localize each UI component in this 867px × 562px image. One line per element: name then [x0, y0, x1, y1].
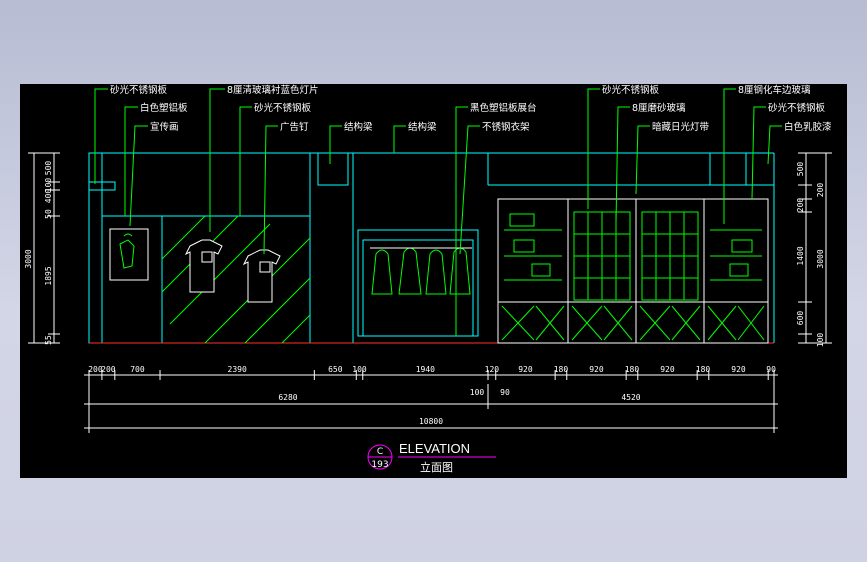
- label-hidden-light: 暗藏日光灯带: [652, 121, 710, 133]
- dim-left-5: 1895: [44, 266, 53, 285]
- poster: [109, 228, 149, 281]
- label-steel-rack: 不锈钢衣架: [482, 121, 530, 133]
- dim-right-6: 100: [816, 333, 825, 348]
- label-white-paint: 白色乳胶漆: [784, 121, 832, 133]
- title-section-letter: C: [377, 447, 383, 457]
- bottom-dimension-labels: 100 90 6280 4520 10800: [278, 388, 640, 426]
- label-brushed-steel-3: 砂光不锈钢板: [602, 84, 660, 96]
- dim-right-2: 200: [816, 183, 825, 198]
- dimension-value: 180: [625, 365, 640, 374]
- dim-left-3: 100: [44, 178, 53, 193]
- dimension-value: 180: [696, 365, 711, 374]
- dimension-value: 2390: [228, 365, 247, 374]
- label-brushed-steel-2: 砂光不锈钢板: [254, 102, 312, 114]
- dimension-value: 920: [660, 365, 675, 374]
- dim-right-total: 3000: [816, 249, 825, 268]
- label-ad-nail: 广告钉: [280, 121, 309, 133]
- annotation-labels: 砂光不锈钢板 白色塑铝板 宣传画 8厘清玻璃衬蓝色灯片 砂光不锈钢板 广告钉 结…: [110, 84, 832, 133]
- label-beam-1: 结构梁: [344, 121, 373, 133]
- cad-viewport[interactable]: 砂光不锈钢板 白色塑铝板 宣传画 8厘清玻璃衬蓝色灯片 砂光不锈钢板 广告钉 结…: [20, 84, 847, 478]
- dim-right-4: 1400: [796, 246, 805, 265]
- label-black-stand: 黑色塑铝板展台: [470, 102, 537, 114]
- dim-left-1: 500: [44, 161, 53, 176]
- label-brushed-steel-4: 砂光不锈钢板: [768, 102, 826, 114]
- dim-right-1: 500: [796, 162, 805, 177]
- showcase-cabinets: [497, 198, 769, 344]
- left-dimension-labels: 3000 500 400 100 50 1895 55: [24, 161, 53, 345]
- label-beam-2: 结构梁: [408, 121, 437, 133]
- dimension-value: 920: [731, 365, 746, 374]
- tshirt-display: [184, 239, 281, 303]
- dim-bottom-100: 100: [470, 388, 485, 397]
- dim-left-6: 55: [44, 335, 53, 345]
- dimension-value: 1940: [416, 365, 435, 374]
- title-cn: 立面图: [420, 460, 453, 474]
- title-block: C 193 ELEVATION 立面图: [367, 441, 496, 474]
- elevation-drawing: 砂光不锈钢板 白色塑铝板 宣传画 8厘清玻璃衬蓝色灯片 砂光不锈钢板 广告钉 结…: [24, 84, 832, 474]
- dimension-value: 200: [88, 365, 103, 374]
- right-dimensions: [798, 152, 832, 344]
- dimension-value: 920: [518, 365, 533, 374]
- label-poster: 宣传画: [150, 121, 179, 133]
- title-en: ELEVATION: [399, 441, 470, 456]
- bottom-dimensions: [84, 370, 778, 433]
- dim-right-5: 600: [796, 311, 805, 326]
- label-clear-glass: 8厘清玻璃衬蓝色灯片: [227, 84, 319, 96]
- right-dimension-labels: 500 200 200 1400 600 100 3000: [796, 162, 825, 348]
- dim-bottom-total: 10800: [419, 417, 443, 426]
- annotation-leaders: [94, 88, 782, 336]
- dim-left-total: 3000: [24, 249, 33, 268]
- label-frosted-glass: 8厘磨砂玻璃: [632, 102, 686, 114]
- dimension-value: 120: [485, 365, 500, 374]
- dim-bottom-6280: 6280: [278, 393, 297, 402]
- dim-right-3: 200: [796, 198, 805, 213]
- dimension-value: 100: [352, 365, 367, 374]
- cabinet-shelves: [501, 211, 765, 341]
- dimension-value: 180: [554, 365, 569, 374]
- dimension-value: 650: [328, 365, 343, 374]
- dimension-value: 200: [101, 365, 116, 374]
- dim-bottom-4520: 4520: [621, 393, 640, 402]
- dimension-value: 920: [589, 365, 604, 374]
- dim-bottom-90: 90: [500, 388, 510, 397]
- dimension-value: 90: [766, 365, 776, 374]
- dim-left-4: 50: [44, 209, 53, 219]
- hanging-coats: [370, 247, 472, 295]
- left-dimensions: [28, 152, 60, 344]
- dimension-value: 700: [130, 365, 145, 374]
- label-white-panel: 白色塑铝板: [140, 102, 188, 114]
- dim-left-2: 400: [44, 189, 53, 204]
- label-tempered-glass: 8厘钢化车边玻璃: [738, 84, 811, 96]
- label-brushed-steel-1: 砂光不锈钢板: [110, 84, 168, 96]
- glass-hatching: [161, 215, 311, 344]
- title-sheet-number: 193: [371, 460, 388, 470]
